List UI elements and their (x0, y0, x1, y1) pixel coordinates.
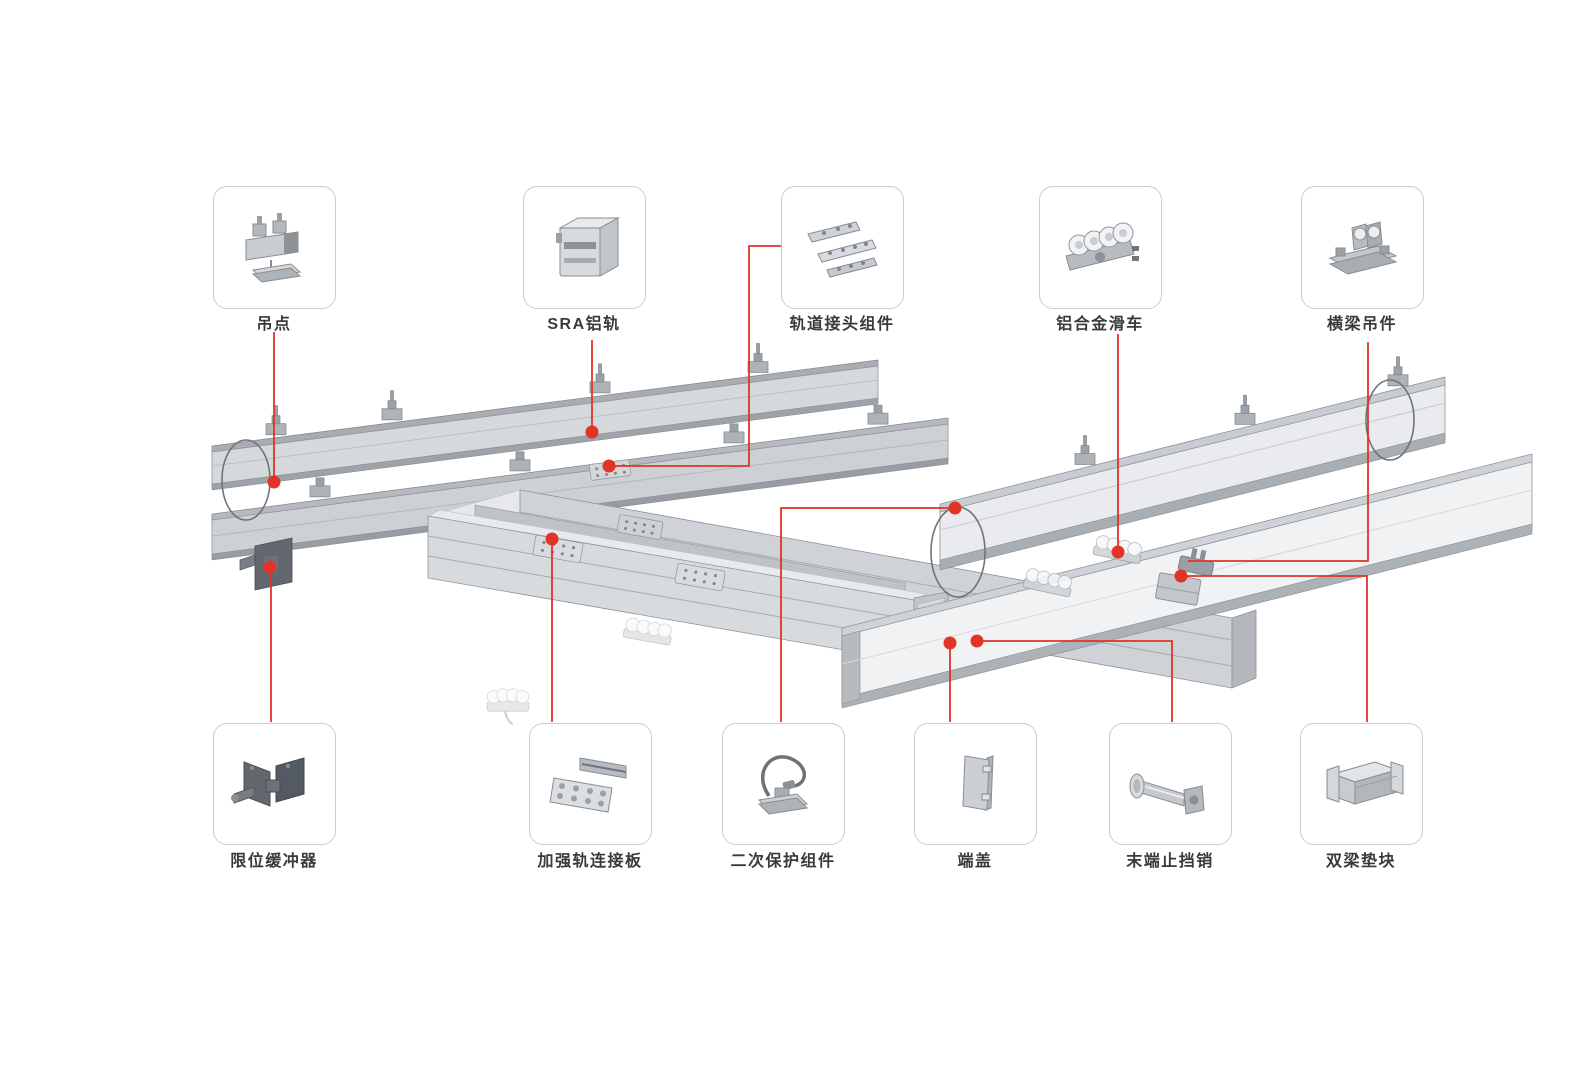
leader-dot-secondary-protect (948, 501, 962, 515)
beam-hanger-icon (1328, 220, 1398, 275)
aluminum-rail-icon (556, 216, 620, 277)
runway-right-back-girder (939, 376, 1446, 571)
end-cap-icon (962, 755, 994, 811)
component-card-limit-buffer (212, 723, 336, 845)
component-card-end-stop-pin (1108, 723, 1232, 845)
leader-line-double-beam-spacer (1181, 575, 1368, 722)
component-card-double-beam-spacer (1299, 723, 1423, 845)
component-card-diaodian (212, 186, 336, 309)
connector-plate-icon (549, 757, 627, 813)
component-label-diaodian: 吊点 (256, 316, 292, 333)
component-card-sra-rail (522, 186, 646, 309)
joint-plates-icon (807, 220, 878, 278)
component-card-secondary-protect (721, 723, 845, 845)
component-card-rail-connector (528, 723, 652, 845)
ghost-hoist-trolley (486, 688, 530, 725)
component-label-double-beam-spacer: 双梁垫块 (1325, 853, 1396, 870)
safety-cable-icon (757, 755, 809, 815)
component-label-secondary-protect: 二次保护组件 (730, 853, 836, 870)
component-label-end-stop-pin: 末端止挡销 (1126, 853, 1214, 870)
runway-left-back-girder (211, 359, 879, 491)
leader-dot-limit-buffer (263, 560, 277, 574)
leader-line-beam-hanger (1188, 342, 1369, 562)
component-card-end-cap (913, 723, 1037, 845)
component-label-beam-hanger: 横梁吊件 (1326, 316, 1397, 333)
spacer-block-icon (1326, 761, 1404, 805)
roller-trolley-icon (1065, 222, 1139, 271)
leader-dot-rail-connector (545, 532, 559, 546)
leader-dot-end-cap (943, 636, 957, 650)
component-card-beam-hanger (1300, 186, 1424, 309)
leader-dot-diaodian (267, 475, 281, 489)
leader-dot-double-beam-spacer (1174, 569, 1188, 583)
safety-wire-loop-right (1365, 379, 1415, 461)
hanger-clamp-icon (245, 212, 302, 283)
suspension-clamps-right (1074, 356, 1409, 465)
component-label-limit-buffer: 限位缓冲器 (230, 853, 318, 870)
leader-line-rail-joint (609, 245, 781, 467)
stop-pin-icon (1129, 773, 1205, 815)
component-label-sra-rail: SRA铝轨 (547, 316, 621, 333)
leader-line-end-stop-pin (977, 640, 1173, 722)
component-card-alloy-trolley (1038, 186, 1162, 309)
component-label-alloy-trolley: 铝合金滑车 (1056, 316, 1144, 333)
leader-dot-end-stop-pin (970, 634, 984, 648)
buffer-bracket-icon (231, 757, 305, 807)
component-label-rail-joint: 轨道接头组件 (789, 316, 895, 333)
suspension-clamps-left-back (265, 343, 769, 436)
leader-dot-alloy-trolley (1111, 545, 1125, 559)
leader-dot-sra-rail (585, 425, 599, 439)
leader-line-secondary-protect (780, 507, 955, 722)
leader-dot-rail-joint (602, 459, 616, 473)
ghost-trolley-mid (622, 617, 672, 646)
component-label-rail-connector: 加强轨连接板 (537, 853, 643, 870)
component-card-rail-joint (780, 186, 904, 309)
suspension-clamps-left-front (309, 404, 889, 498)
component-label-end-cap: 端盖 (957, 853, 993, 870)
